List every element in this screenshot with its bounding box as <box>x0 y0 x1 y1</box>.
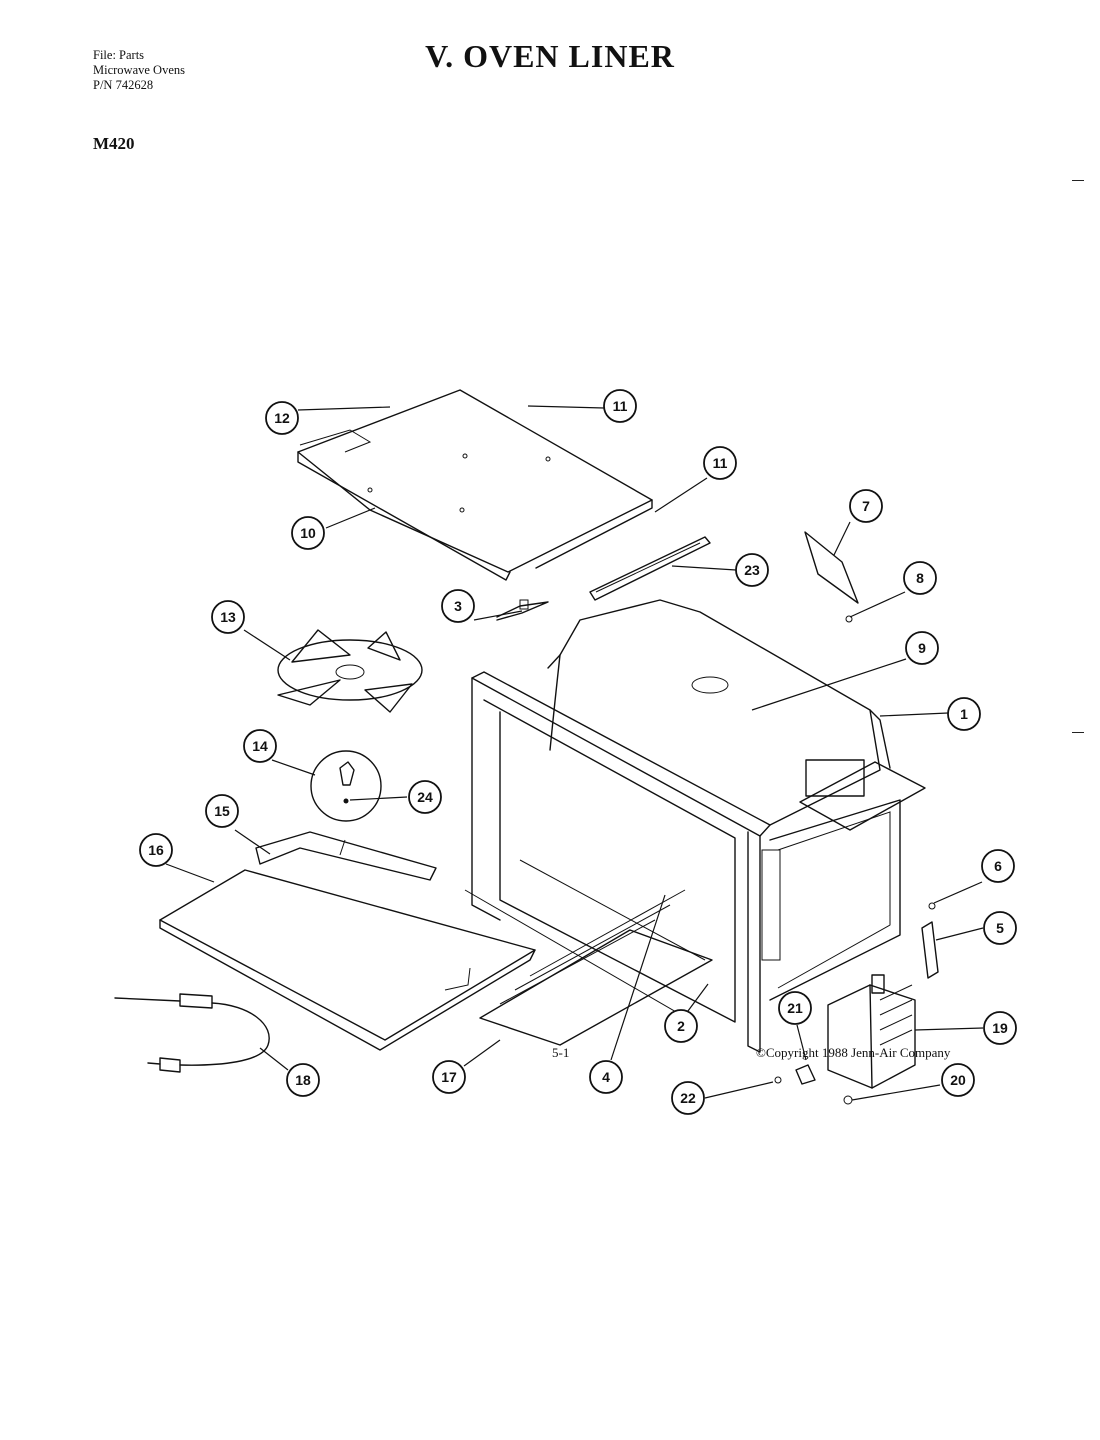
page-title: V. OVEN LINER <box>425 38 675 74</box>
side-bracket-drawing <box>921 902 939 979</box>
callout-label: 21 <box>787 1000 803 1016</box>
callout-label: 23 <box>744 562 760 578</box>
copyright: ©Copyright 1988 Jenn-Air Company <box>756 1045 951 1060</box>
callout-11-right: 11 <box>703 446 737 480</box>
callout-label: 4 <box>602 1069 610 1085</box>
edge-mark <box>1072 180 1084 181</box>
oven-cavity-drawing <box>471 599 926 1053</box>
callout-label: 16 <box>148 842 164 858</box>
callout-label: 2 <box>677 1018 685 1034</box>
file-line: File: Parts <box>93 48 145 62</box>
callout-2: 2 <box>664 1009 698 1043</box>
small-parts-drawing <box>774 1064 853 1105</box>
callout-4: 4 <box>589 1060 623 1094</box>
callout-label: 17 <box>441 1069 457 1085</box>
callout-label: 3 <box>454 598 462 614</box>
callout-15: 15 <box>205 794 239 828</box>
callout-21: 21 <box>778 991 812 1025</box>
bracket-drawing <box>804 531 859 623</box>
callout-18: 18 <box>286 1063 320 1097</box>
callout-label: 9 <box>918 640 926 656</box>
callout-label: 24 <box>417 789 433 805</box>
callout-5: 5 <box>983 911 1017 945</box>
callout-label: 10 <box>300 525 316 541</box>
callout-label: 22 <box>680 1090 696 1106</box>
callout-9: 9 <box>905 631 939 665</box>
callout-label: 18 <box>295 1072 311 1088</box>
callout-label: 14 <box>252 738 268 754</box>
callout-24: 24 <box>408 780 442 814</box>
callout-label: 15 <box>214 803 230 819</box>
file-info: File: Parts Microwave Ovens P/N 742628 <box>93 48 185 93</box>
category-line: Microwave Ovens <box>93 63 185 77</box>
callout-16: 16 <box>139 833 173 867</box>
callout-label: 13 <box>220 609 236 625</box>
leader-lines <box>165 405 984 1101</box>
small-bracket-drawing <box>496 599 549 621</box>
callout-22: 22 <box>671 1081 705 1115</box>
callout-11-top: 11 <box>603 389 637 423</box>
callout-8: 8 <box>903 561 937 595</box>
temperature-probe-drawing <box>114 993 270 1073</box>
callout-label: 12 <box>274 410 290 426</box>
callout-10: 10 <box>291 516 325 550</box>
page-number: 5-1 <box>552 1045 570 1060</box>
callout-19: 19 <box>983 1011 1017 1045</box>
stirrer-fan-drawing <box>277 629 423 713</box>
callout-label: 8 <box>916 570 924 586</box>
callout-label: 20 <box>950 1072 966 1088</box>
callout-label: 19 <box>992 1020 1008 1036</box>
rail-drawing <box>255 831 437 881</box>
callout-label: 1 <box>960 706 968 722</box>
magnetron-drawing <box>827 974 916 1089</box>
callout-label: 6 <box>994 858 1002 874</box>
callout-7: 7 <box>849 489 883 523</box>
vent-strip-drawing <box>589 536 711 601</box>
part-number-line: P/N 742628 <box>93 78 154 92</box>
callout-20: 20 <box>941 1063 975 1097</box>
callout-17: 17 <box>432 1060 466 1094</box>
model-number: M420 <box>93 134 135 153</box>
callout-1: 1 <box>947 697 981 731</box>
cover-panel-drawing <box>297 389 653 581</box>
callout-14: 14 <box>243 729 277 763</box>
callout-label: 7 <box>862 498 870 514</box>
callout-23: 23 <box>735 553 769 587</box>
lamp-socket-drawing <box>310 750 382 822</box>
callout-12: 12 <box>265 401 299 435</box>
callout-3: 3 <box>441 589 475 623</box>
oven-rack-drawing <box>464 859 713 1046</box>
callout-6: 6 <box>981 849 1015 883</box>
callout-13: 13 <box>211 600 245 634</box>
edge-mark <box>1072 732 1084 733</box>
callout-label: 11 <box>613 398 628 414</box>
callout-label: 11 <box>713 455 728 471</box>
bottom-tray-drawing <box>159 869 536 1051</box>
callout-label: 5 <box>996 920 1004 936</box>
